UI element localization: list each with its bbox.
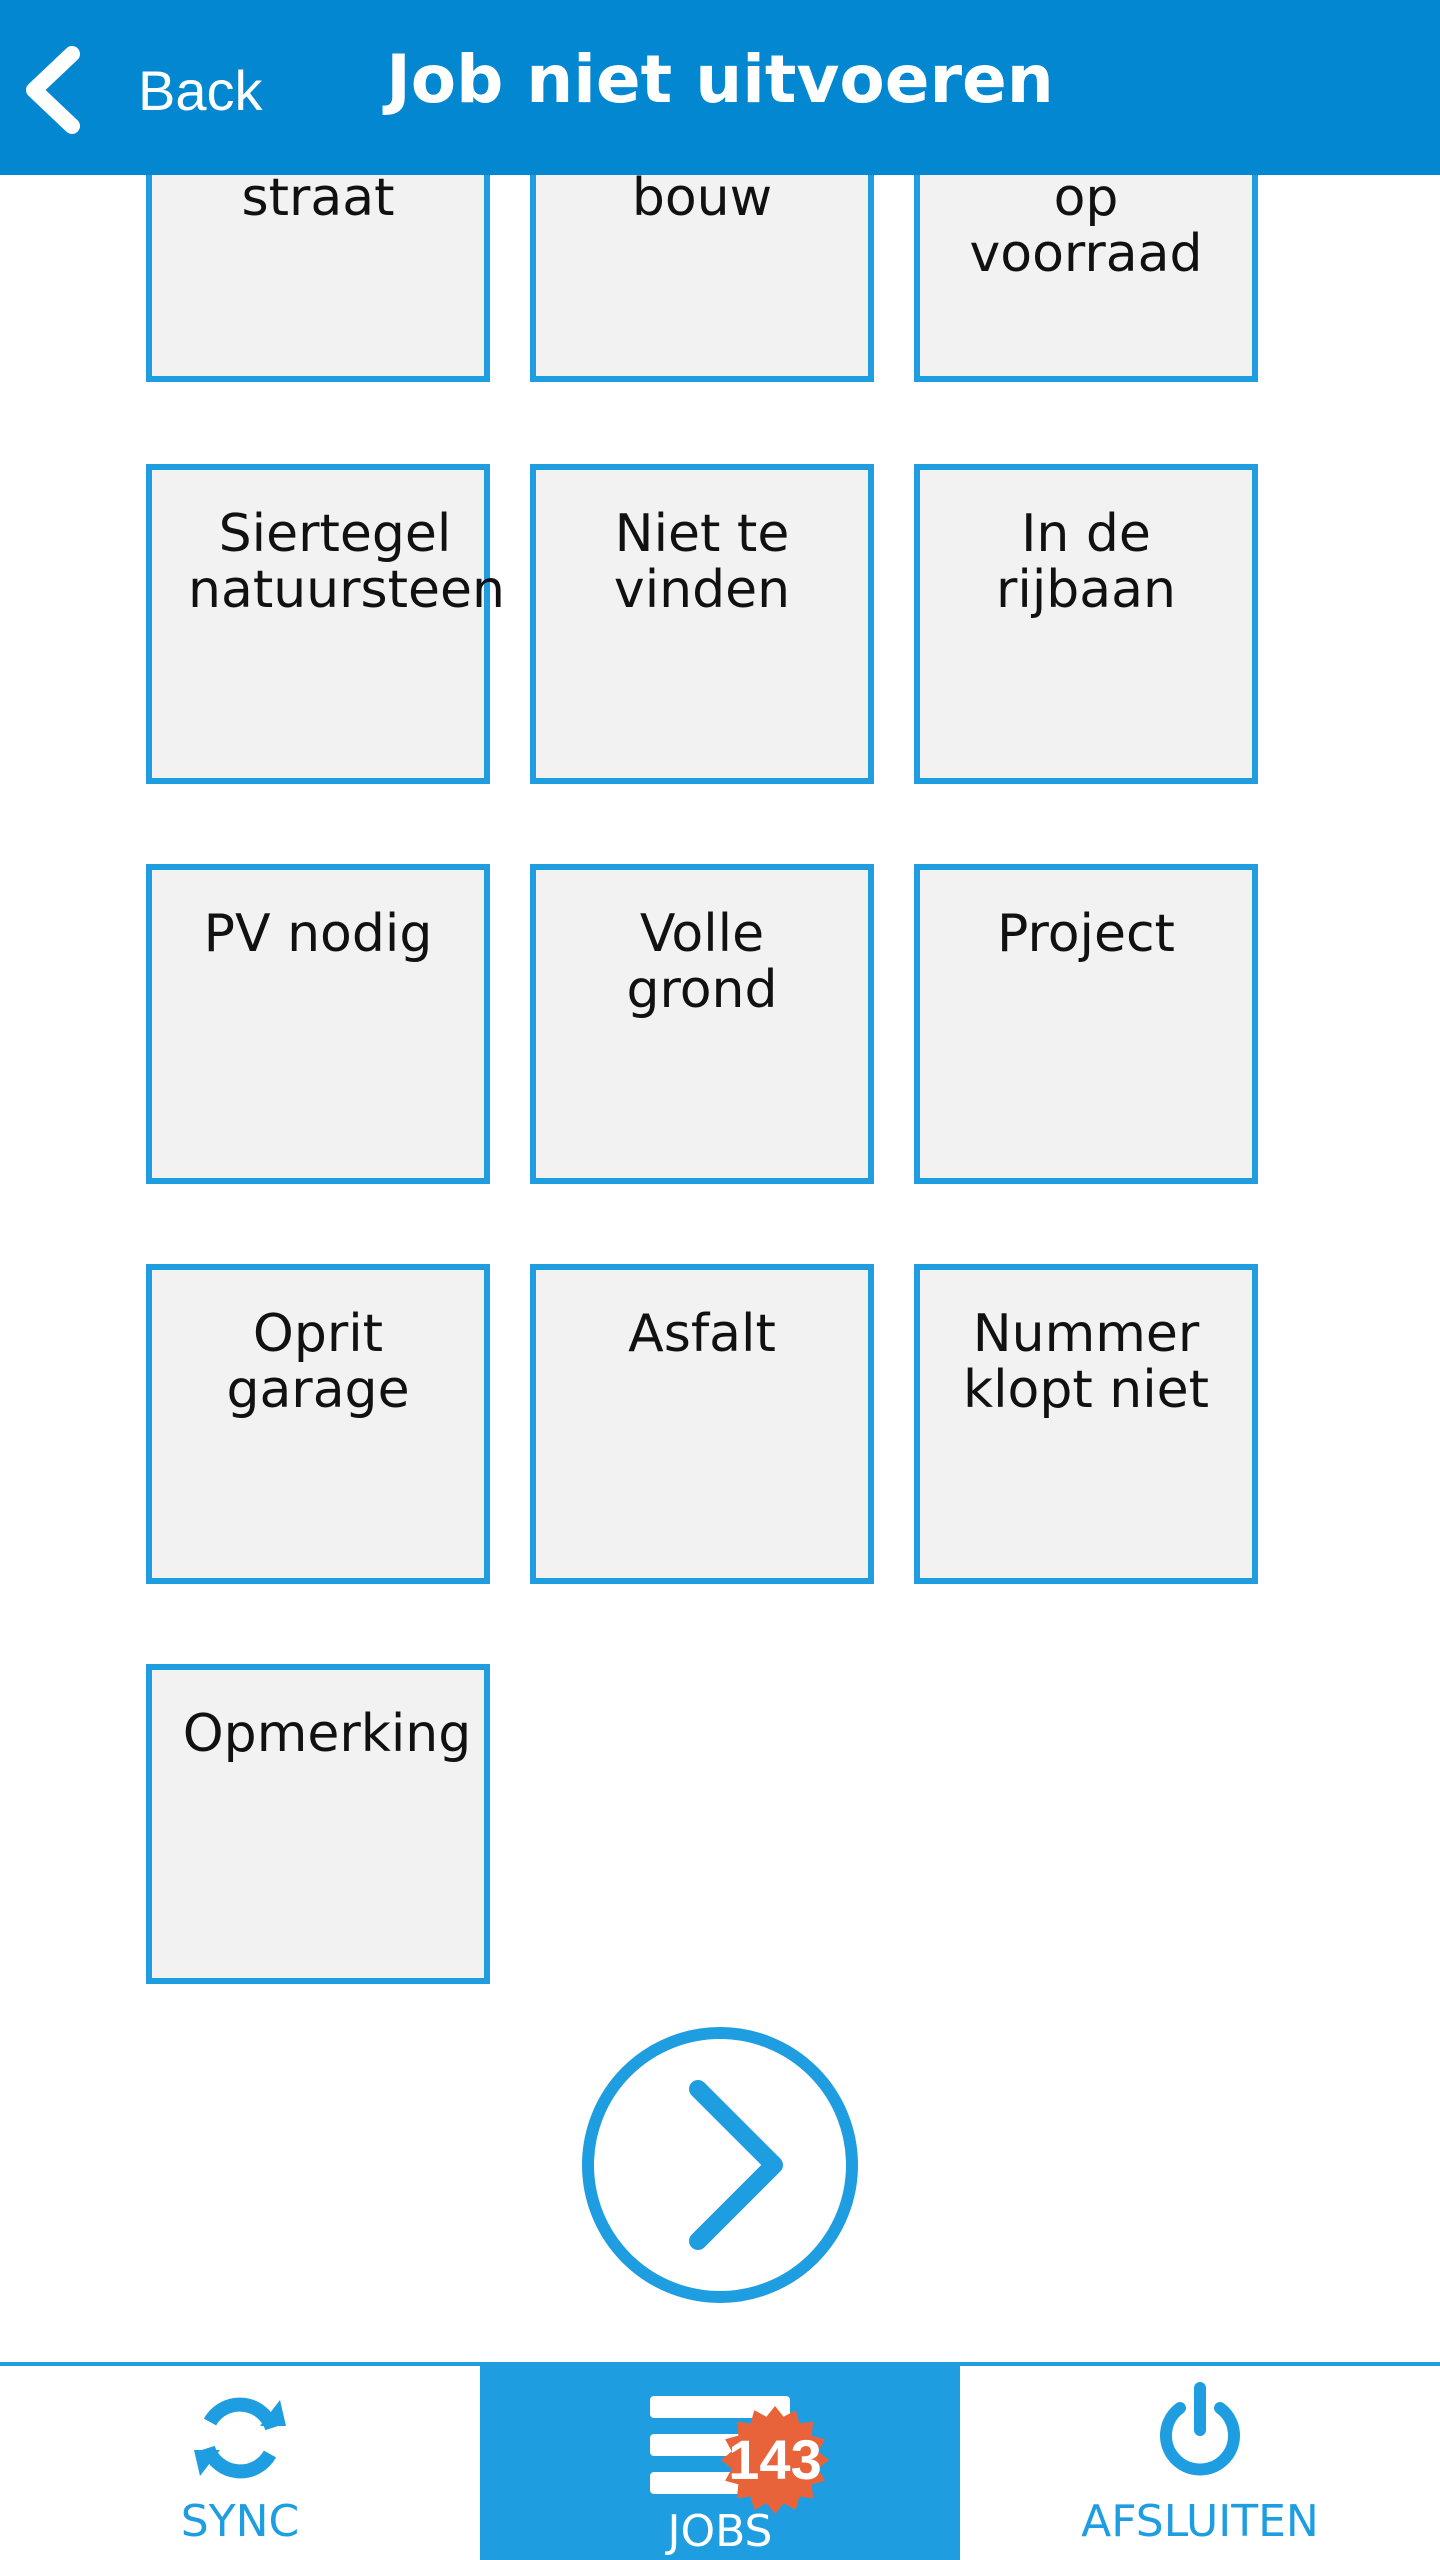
bottom-nav: SYNC JOBS AFSLUITEN (0, 2362, 1440, 2560)
tile-label: Niet te vinden (613, 504, 791, 620)
tile-label: Volle grond (626, 904, 778, 1020)
chevron-right-icon (582, 2027, 858, 2303)
tile-asfalt[interactable]: Asfalt (530, 1264, 874, 1584)
tile-nummer-klopt-niet[interactable]: Nummer klopt niet (914, 1264, 1258, 1584)
tile-label: Siertegel natuursteen (188, 504, 505, 620)
reason-grid: straat bouw op voorraad Siertegel natuur… (146, 62, 1258, 1984)
tile-niet-te-vinden[interactable]: Niet te vinden (530, 464, 874, 784)
page-title: Job niet uitvoeren (386, 41, 1054, 118)
jobs-count-badge: 143 (720, 2405, 830, 2515)
sync-icon (194, 2397, 286, 2479)
tile-oprit-garage[interactable]: Oprit garage (146, 1264, 490, 1584)
afsluiten-label: AFSLUITEN (1081, 2496, 1319, 2547)
sync-icon-wrap (0, 2388, 480, 2488)
tile-label: PV nodig (203, 904, 433, 964)
jobs-label: JOBS (667, 2506, 773, 2557)
tile-label: Project (997, 904, 1175, 964)
nav-afsluiten[interactable]: AFSLUITEN (960, 2366, 1440, 2560)
tile-in-de-rijbaan[interactable]: In de rijbaan (914, 464, 1258, 784)
tile-siertegel-natuursteen[interactable]: Siertegel natuursteen (146, 464, 505, 784)
sync-label: SYNC (180, 2496, 300, 2547)
tile-label: Oprit garage (226, 1304, 410, 1420)
nav-sync[interactable]: SYNC (0, 2366, 480, 2560)
power-icon-wrap (960, 2380, 1440, 2480)
back-label: Back (138, 58, 263, 122)
next-button[interactable] (580, 2025, 860, 2305)
tile-pv-nodig[interactable]: PV nodig (146, 864, 490, 1184)
jobs-count: 143 (728, 2428, 822, 2491)
back-button[interactable]: Back (20, 40, 280, 140)
tile-label: bouw (631, 168, 773, 228)
tile-opmerking[interactable]: Opmerking (146, 1664, 490, 1984)
tile-label: Nummer klopt niet (962, 1304, 1210, 1420)
tile-label: Asfalt (628, 1304, 776, 1364)
tile-label: Opmerking (182, 1704, 472, 1764)
tile-label: straat (241, 168, 395, 228)
power-icon (1160, 2382, 1240, 2476)
tile-label: In de rijbaan (996, 504, 1176, 620)
chevron-left-icon (26, 46, 80, 134)
tile-project[interactable]: Project (914, 864, 1258, 1184)
nav-jobs[interactable]: JOBS (480, 2366, 960, 2560)
tile-volle-grond[interactable]: Volle grond (530, 864, 874, 1184)
tile-label: op voorraad (969, 168, 1203, 284)
app-header: Back Job niet uitvoeren (0, 0, 1440, 175)
starburst-badge-icon (721, 2406, 829, 2514)
